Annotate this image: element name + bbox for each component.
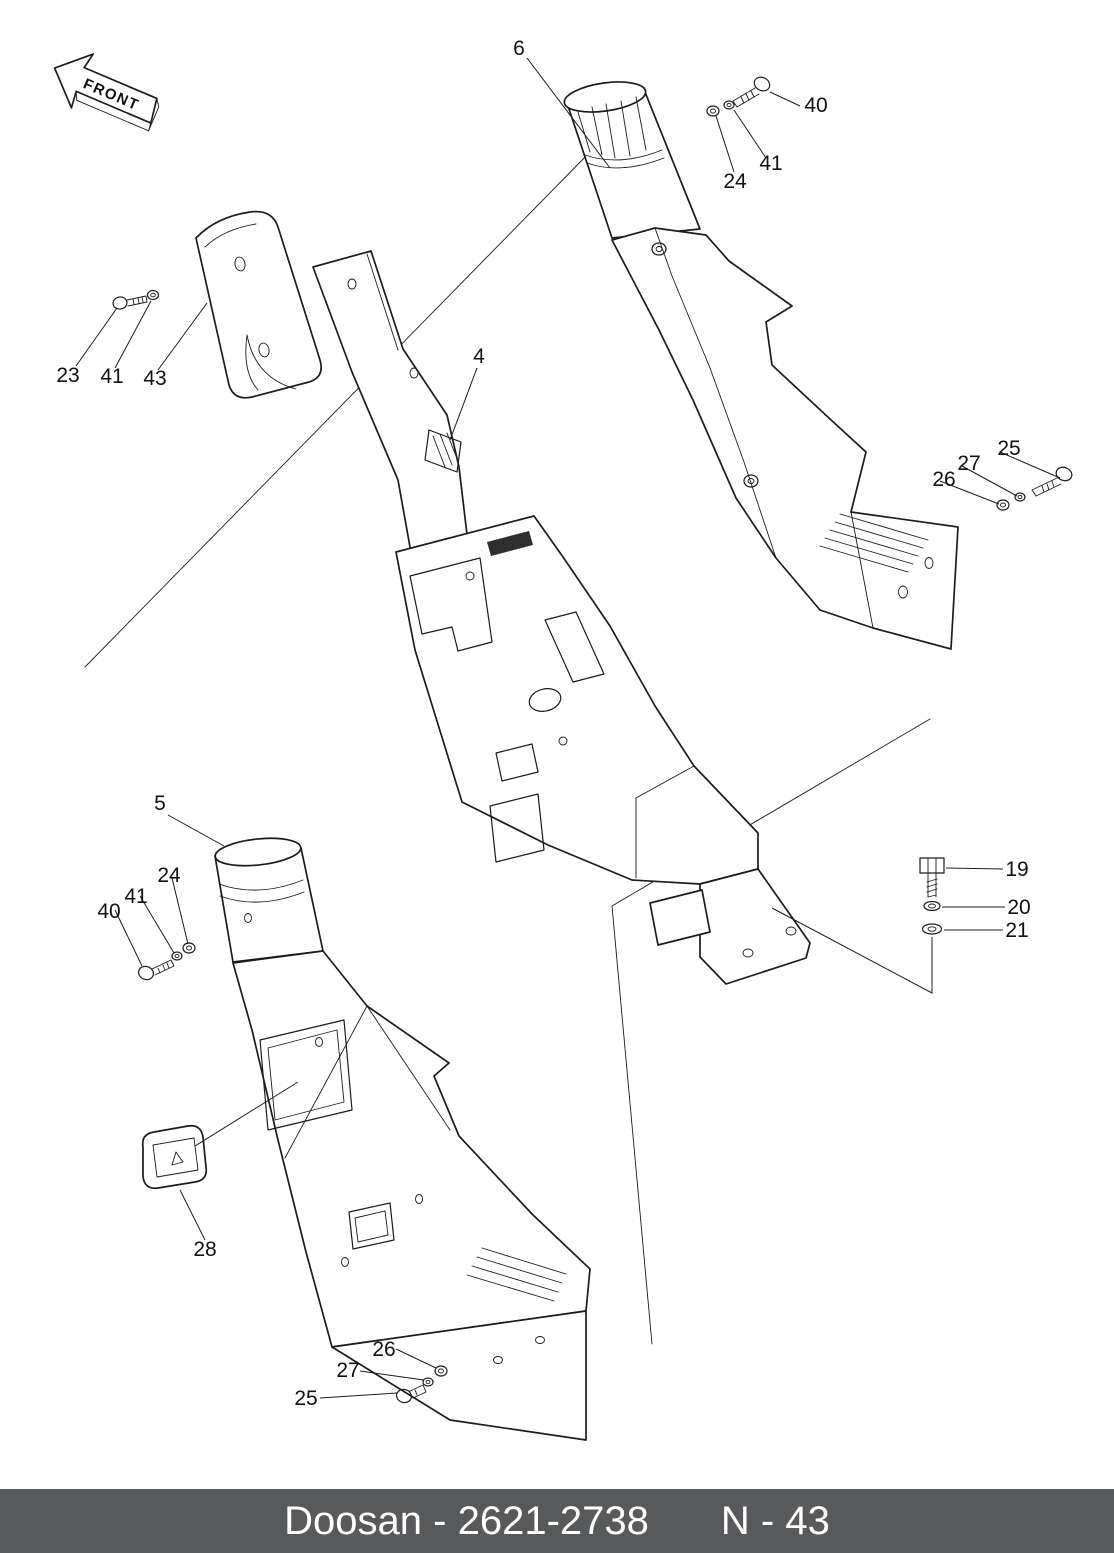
bolt-25-bottom-icon — [395, 1384, 427, 1404]
callout-41-top: 41 — [759, 152, 782, 175]
part-5-outline — [232, 950, 591, 1348]
callout-28: 28 — [193, 1238, 216, 1261]
washer-26-right-icon — [996, 499, 1010, 511]
callout-25-right: 25 — [997, 437, 1020, 460]
washer-24-top-icon — [706, 105, 720, 117]
part-6-outline — [611, 227, 959, 650]
washer-27-bottom-icon — [422, 1377, 434, 1387]
part-5-base-plate — [331, 1310, 587, 1441]
callout-24-top: 24 — [723, 170, 747, 193]
bolt-25-right-icon — [1031, 466, 1073, 497]
bolt-23-icon — [112, 295, 148, 310]
callout-20: 20 — [1007, 896, 1030, 919]
washer-21-icon — [921, 923, 943, 935]
bolt-19-icon — [919, 857, 945, 898]
callout-26-right: 26 — [932, 468, 955, 491]
callout-5: 5 — [154, 792, 166, 815]
bolt-40-mid-icon — [138, 959, 175, 981]
callout-25-bottom: 25 — [294, 1387, 317, 1410]
callout-40-top: 40 — [804, 94, 827, 117]
part-28-cap — [141, 1124, 208, 1190]
washer-27-right-icon — [1014, 492, 1026, 502]
part-4-bracket — [312, 250, 811, 985]
callout-40-mid: 40 — [97, 900, 120, 923]
callout-26-bottom: 26 — [372, 1338, 395, 1361]
washer-26-bottom-icon — [434, 1365, 448, 1377]
footer-doc-number: Doosan - 2621-2738 — [284, 1499, 649, 1543]
callout-41-mid: 41 — [124, 885, 147, 908]
part-4-panel — [395, 515, 759, 885]
part-5-bracket — [214, 837, 591, 1441]
callout-23: 23 — [56, 364, 79, 387]
footer-page-number: N - 43 — [720, 1499, 830, 1543]
callout-43: 43 — [143, 367, 166, 390]
washer-20-icon — [923, 900, 941, 912]
callout-27-bottom: 27 — [336, 1359, 359, 1382]
washer-41-top-icon — [723, 100, 735, 110]
callout-41-left: 41 — [100, 365, 123, 388]
callout-6: 6 — [513, 37, 525, 60]
callout-21: 21 — [1005, 919, 1028, 942]
washer-24-mid-icon — [182, 942, 196, 954]
leader-lines — [75, 57, 1061, 1399]
callout-19: 19 — [1005, 858, 1028, 881]
footer-bar: Doosan - 2621-2738 N - 43 — [0, 1489, 1114, 1553]
part-4-foot — [699, 868, 811, 985]
washer-41-upper-left-icon — [146, 289, 160, 301]
part-43-cover — [195, 210, 323, 399]
part-4-spacer-block — [649, 889, 711, 946]
callout-4: 4 — [473, 345, 485, 368]
bolt-40-top-icon — [732, 76, 771, 108]
washer-41-mid-icon — [171, 951, 183, 961]
callout-labels: 6 40 41 24 23 41 43 4 25 27 26 5 24 41 4… — [56, 37, 1030, 1410]
part-6-tube — [566, 91, 701, 239]
part-4-arm — [312, 250, 471, 576]
front-direction-arrow: FRONT — [53, 53, 160, 132]
callout-27-right: 27 — [957, 452, 980, 475]
part-43-outline — [195, 210, 323, 399]
callout-24-mid: 24 — [157, 864, 181, 887]
part-6-bracket — [563, 81, 959, 650]
